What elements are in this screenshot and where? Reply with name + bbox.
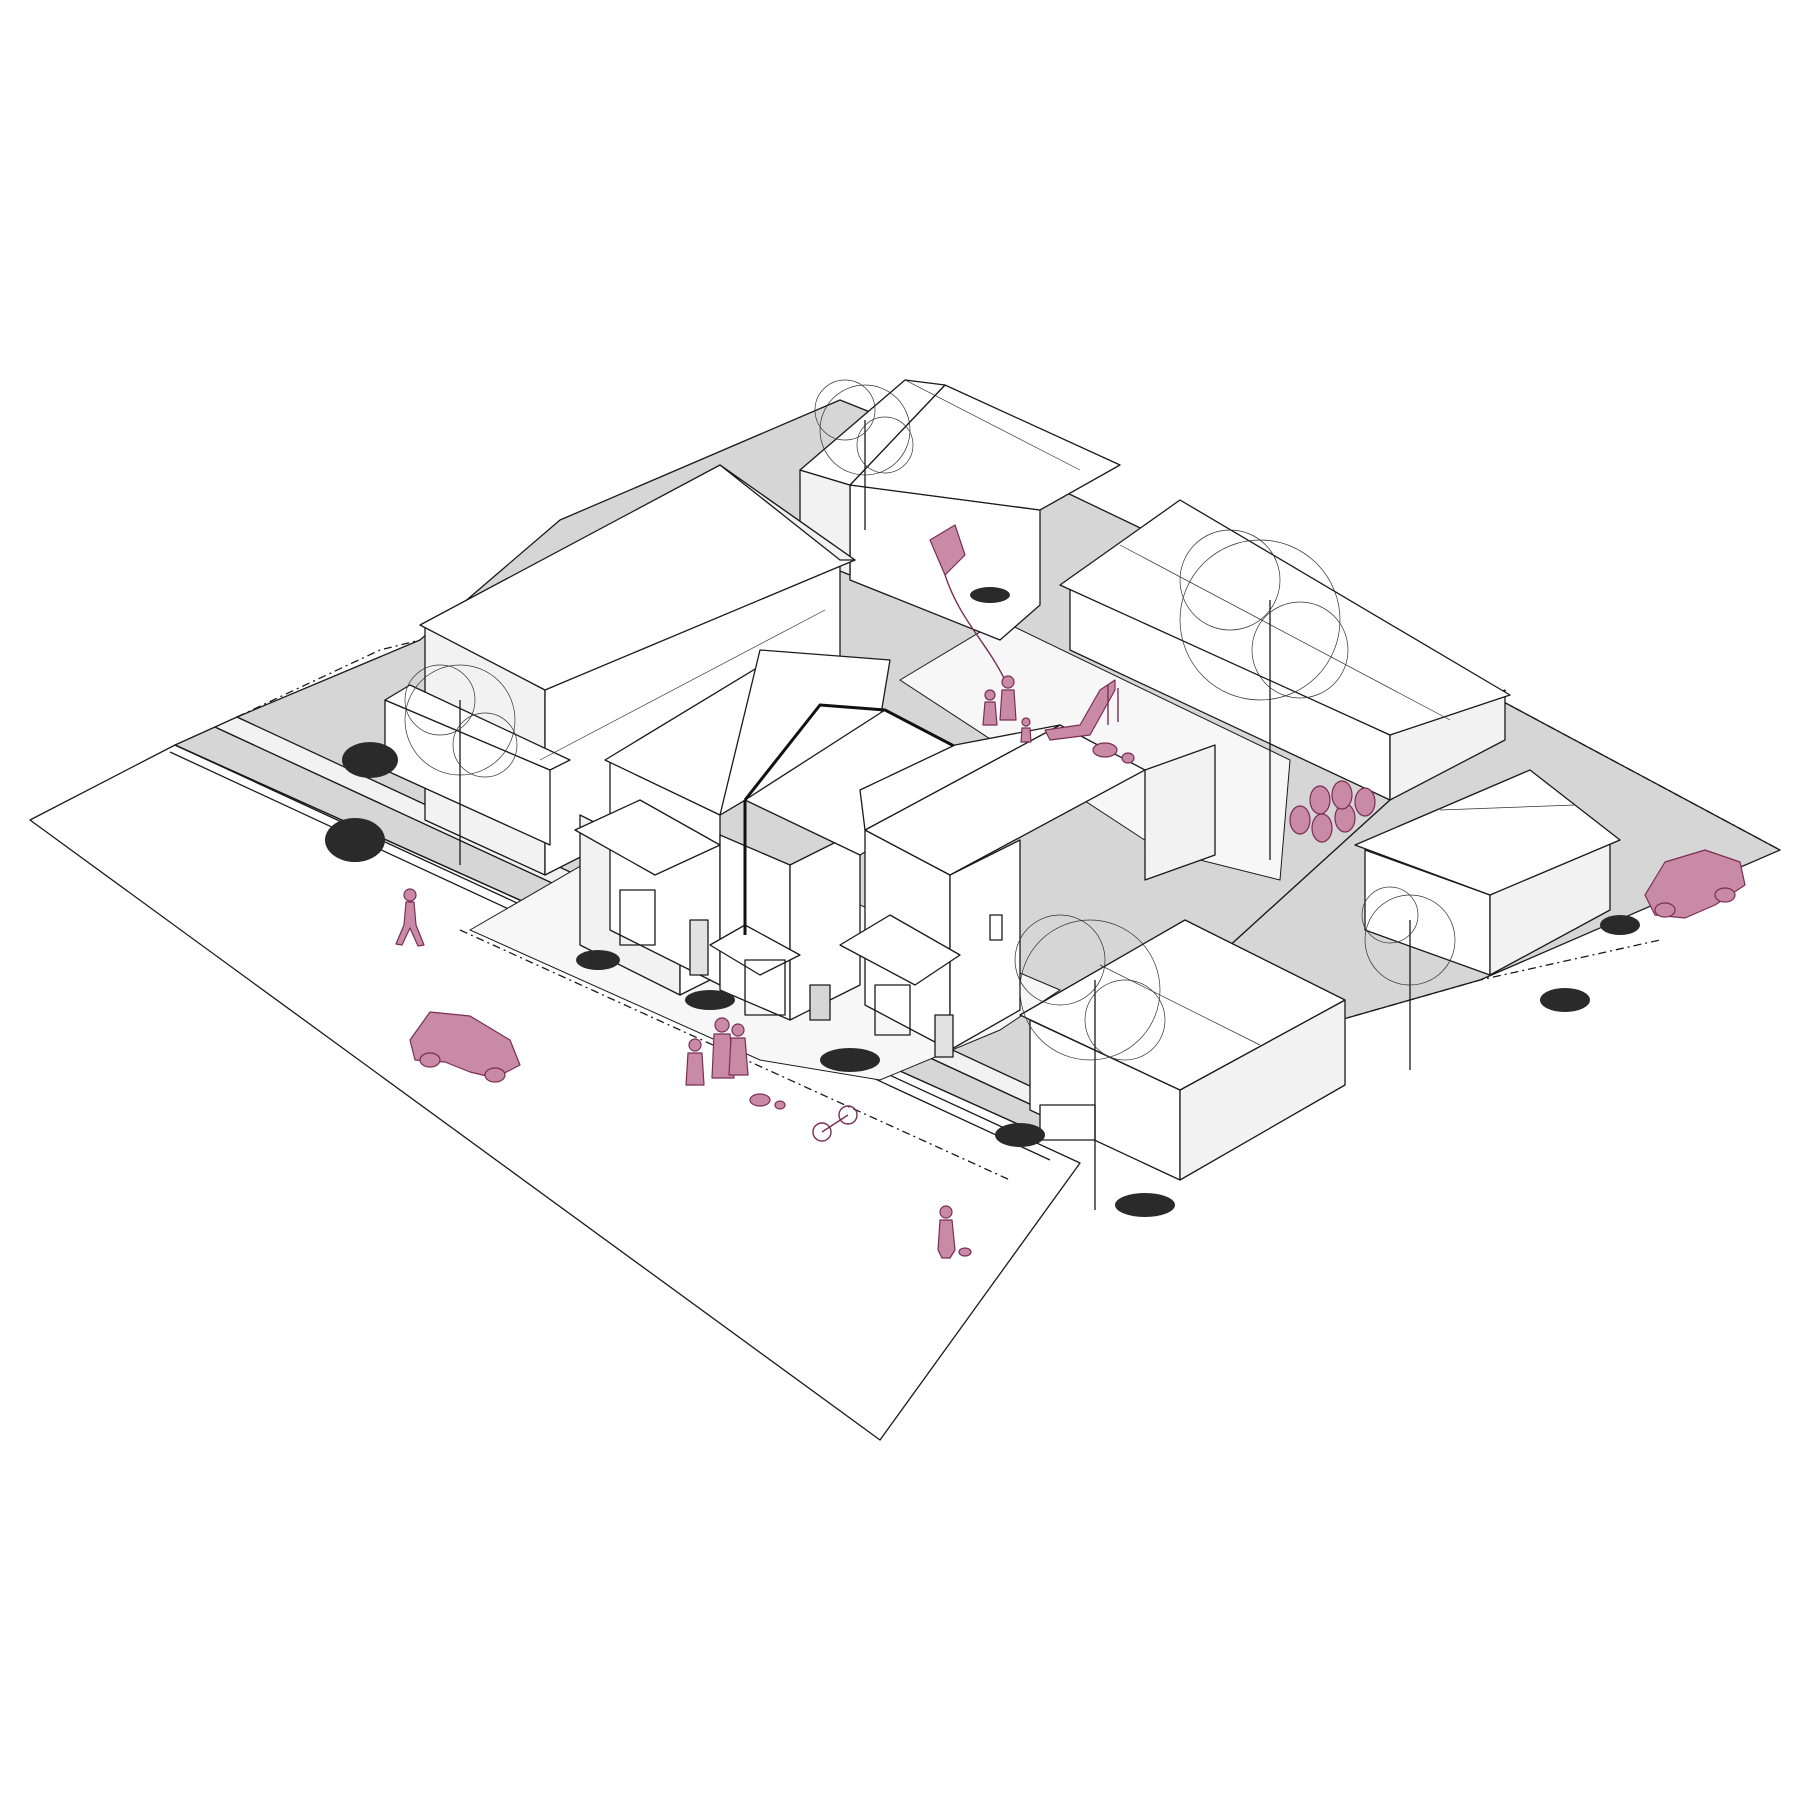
unit3-wall-front	[949, 839, 1021, 1051]
child-with-kite	[982, 675, 1032, 743]
tree	[404, 664, 518, 865]
shrub	[342, 742, 398, 778]
family-group	[685, 1017, 749, 1086]
slide	[1044, 679, 1119, 741]
ridge-line	[1119, 544, 1451, 721]
unit2-door	[809, 984, 831, 1021]
trees	[404, 379, 1456, 1210]
neighbor-house-right-small	[1354, 769, 1621, 976]
unit3-roof-back	[859, 724, 1061, 831]
unit3-door	[934, 1014, 954, 1058]
shrub	[820, 1048, 880, 1072]
pedestrian	[395, 888, 425, 947]
shrub	[1600, 915, 1640, 935]
shrub	[325, 818, 385, 862]
roof	[1059, 499, 1511, 736]
shrub	[995, 1123, 1045, 1147]
porch-bench	[1039, 1104, 1096, 1141]
neighbor-house-back-right	[1059, 499, 1511, 801]
road-surface	[29, 744, 1081, 1441]
accents	[395, 524, 1746, 1259]
ridge-line	[904, 379, 1081, 471]
dog-walker	[937, 1205, 972, 1259]
roof-edge	[719, 464, 856, 561]
unit2-window	[744, 959, 786, 1016]
unit3-canopy	[839, 914, 961, 986]
unit2-canopy	[709, 924, 801, 976]
unit3-side-wall	[1144, 744, 1216, 881]
neighbor-house-front-right	[1019, 919, 1346, 1181]
porch-roof	[384, 684, 571, 771]
unit3-window-upper	[989, 914, 1003, 941]
property-line-right	[1499, 699, 1781, 851]
eave-line	[539, 609, 826, 761]
unit2-wall-left	[719, 834, 791, 1021]
ridge-line	[1439, 804, 1576, 811]
tree	[1179, 529, 1349, 860]
shrub	[1115, 1193, 1175, 1217]
kite	[929, 524, 1006, 681]
tree	[1361, 886, 1456, 1070]
unit2-outline	[743, 703, 1001, 801]
shrub	[576, 950, 620, 970]
car	[409, 1011, 521, 1083]
tree	[1014, 914, 1166, 1210]
bicycle	[812, 1105, 858, 1142]
shrub	[1540, 988, 1590, 1012]
shrub	[970, 587, 1010, 603]
bike-rack	[1289, 780, 1376, 843]
shrub	[685, 990, 735, 1010]
unit3-window	[874, 984, 911, 1036]
ridge-line	[1099, 964, 1261, 1046]
play-stones	[749, 742, 1135, 1110]
unit1-door	[689, 919, 709, 976]
tree	[814, 379, 914, 530]
unit1-window	[619, 889, 656, 946]
car	[1644, 849, 1746, 919]
townhouse-row	[574, 649, 1216, 1058]
shrubs	[325, 587, 1640, 1217]
roof	[1019, 919, 1346, 1091]
roof	[1354, 769, 1621, 896]
property-line-left	[236, 639, 421, 718]
